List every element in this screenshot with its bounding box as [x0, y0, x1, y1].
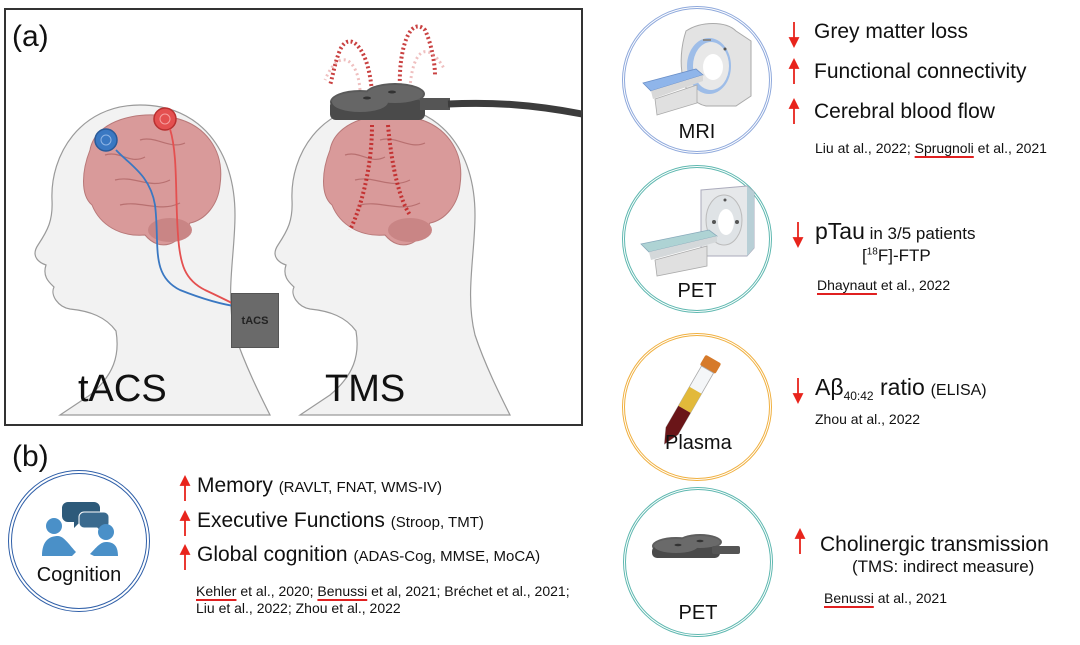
- citation-author: Benussi: [317, 583, 368, 599]
- citation-author: Kehler: [196, 583, 237, 599]
- plasma-circle-label: Plasma: [665, 432, 732, 454]
- pet-tracer: [18F]-FTP: [862, 246, 931, 266]
- mri-finding-connectivity: Functional connectivity: [814, 60, 1027, 83]
- tms-head-illustration: [274, 24, 583, 416]
- cognition-citations-line-1: Kehler et al., 2020; Benussi et al, 2021…: [196, 583, 570, 599]
- pet-tau-circle-label: PET: [677, 280, 717, 302]
- tms-cable: [447, 99, 583, 118]
- pet-tms-circle: PET: [623, 487, 773, 637]
- blue-wire: [115, 149, 241, 308]
- arrow-up-icon: [788, 97, 800, 124]
- citation-text: et al, 2021; Bréchet et al., 2021;: [367, 583, 570, 599]
- citation-text: et al., 2022: [876, 277, 951, 293]
- arrow-up-icon: [794, 527, 806, 554]
- finding-main: Aβ: [815, 374, 844, 400]
- mri-scanner-icon: [642, 23, 752, 116]
- finding-detail: (ADAS-Cog, MMSE, MoCA): [353, 548, 541, 565]
- cognition-circle: Cognition: [8, 470, 150, 612]
- finding-subscript: 40:42: [843, 389, 874, 404]
- citation-text: at al., 2021: [873, 590, 947, 606]
- plasma-finding-abeta: Aβ40:42 ratio (ELISA): [815, 374, 987, 403]
- mri-finding-blood-flow: Cerebral blood flow: [814, 100, 995, 123]
- arrow-up-icon: [788, 57, 800, 84]
- tracer-isotope: 18: [866, 246, 878, 258]
- arrow-down-icon: [788, 22, 800, 49]
- arrow-down-icon: [792, 378, 804, 405]
- tacs-head-illustration: [34, 104, 271, 416]
- tracer-text: [: [862, 246, 867, 265]
- arrow-up-icon: [179, 543, 191, 570]
- pet-tms-finding-detail: (TMS: indirect measure): [852, 557, 1035, 576]
- pet-tms-finding-cholinergic: Cholinergic transmission: [820, 533, 1049, 556]
- mri-circle: MRI: [622, 6, 772, 154]
- citation-author: Benussi: [824, 590, 874, 606]
- plasma-citation: Zhou at al., 2022: [815, 411, 921, 427]
- mri-circle-label: MRI: [678, 121, 716, 143]
- arrow-up-icon: [179, 474, 191, 501]
- blood-tube-icon: [664, 355, 721, 445]
- citation-text: et al., 2021: [973, 140, 1047, 156]
- finding-detail: (ELISA): [930, 382, 987, 399]
- panel-a-label: (a): [12, 20, 49, 53]
- cognition-circle-label: Cognition: [36, 564, 122, 586]
- pet-tms-citation: Benussi at al., 2021: [824, 590, 947, 606]
- red-wire: [169, 128, 241, 308]
- arrow-up-icon: [179, 509, 191, 536]
- panel-b-label: (b): [12, 440, 49, 473]
- arrow-down-icon: [792, 222, 804, 249]
- pet-scanner-icon: [640, 185, 755, 277]
- finding-main: Executive Functions: [197, 509, 385, 532]
- finding-memory: Memory (RAVLT, FNAT, WMS-IV): [197, 474, 442, 498]
- tacs-device-label: tACS: [241, 314, 269, 327]
- mri-finding-grey-matter: Grey matter loss: [814, 20, 969, 43]
- red-electrode-icon: [153, 107, 177, 131]
- pet-tms-circle-label: PET: [678, 602, 718, 624]
- magnetic-field-lines: [348, 124, 412, 231]
- tracer-text: F]-FTP: [877, 246, 931, 265]
- finding-detail: in 3/5 patients: [864, 224, 976, 243]
- tms-coil-icon: [330, 83, 450, 120]
- finding-detail: (Stroop, TMT): [390, 514, 484, 531]
- citation-text: et al., 2020;: [236, 583, 318, 599]
- cognition-citations-line-2: Liu et al., 2022; Zhou et al., 2022: [196, 600, 401, 616]
- pet-tau-circle: PET: [622, 165, 772, 313]
- finding-rest: ratio: [873, 374, 925, 400]
- blue-electrode-icon: [94, 128, 118, 152]
- finding-main: Global cognition: [197, 543, 348, 566]
- tms-coil-icon: [652, 534, 740, 558]
- finding-global-cognition: Global cognition (ADAS-Cog, MMSE, MoCA): [197, 543, 540, 567]
- mri-citation: Liu at al., 2022; Sprugnoli et al., 2021: [815, 140, 1047, 156]
- tacs-device: tACS: [231, 293, 279, 348]
- cognition-people-icon: [42, 502, 118, 556]
- finding-main: pTau: [815, 218, 865, 244]
- citation-author: Dhaynaut: [817, 277, 877, 293]
- finding-detail: (RAVLT, FNAT, WMS-IV): [278, 479, 443, 496]
- citation-author: Sprugnoli: [914, 140, 974, 156]
- citation-text: Liu at al., 2022;: [815, 140, 915, 156]
- finding-executive-functions: Executive Functions (Stroop, TMT): [197, 509, 484, 533]
- tacs-label: tACS: [78, 368, 167, 410]
- tms-label: TMS: [325, 368, 406, 410]
- panel-a-frame: [4, 8, 583, 426]
- plasma-circle: Plasma: [622, 333, 772, 481]
- finding-main: Memory: [197, 474, 273, 497]
- pet-finding-ptau: pTau in 3/5 patients: [815, 218, 975, 245]
- pet-tau-citation: Dhaynaut et al., 2022: [817, 277, 950, 293]
